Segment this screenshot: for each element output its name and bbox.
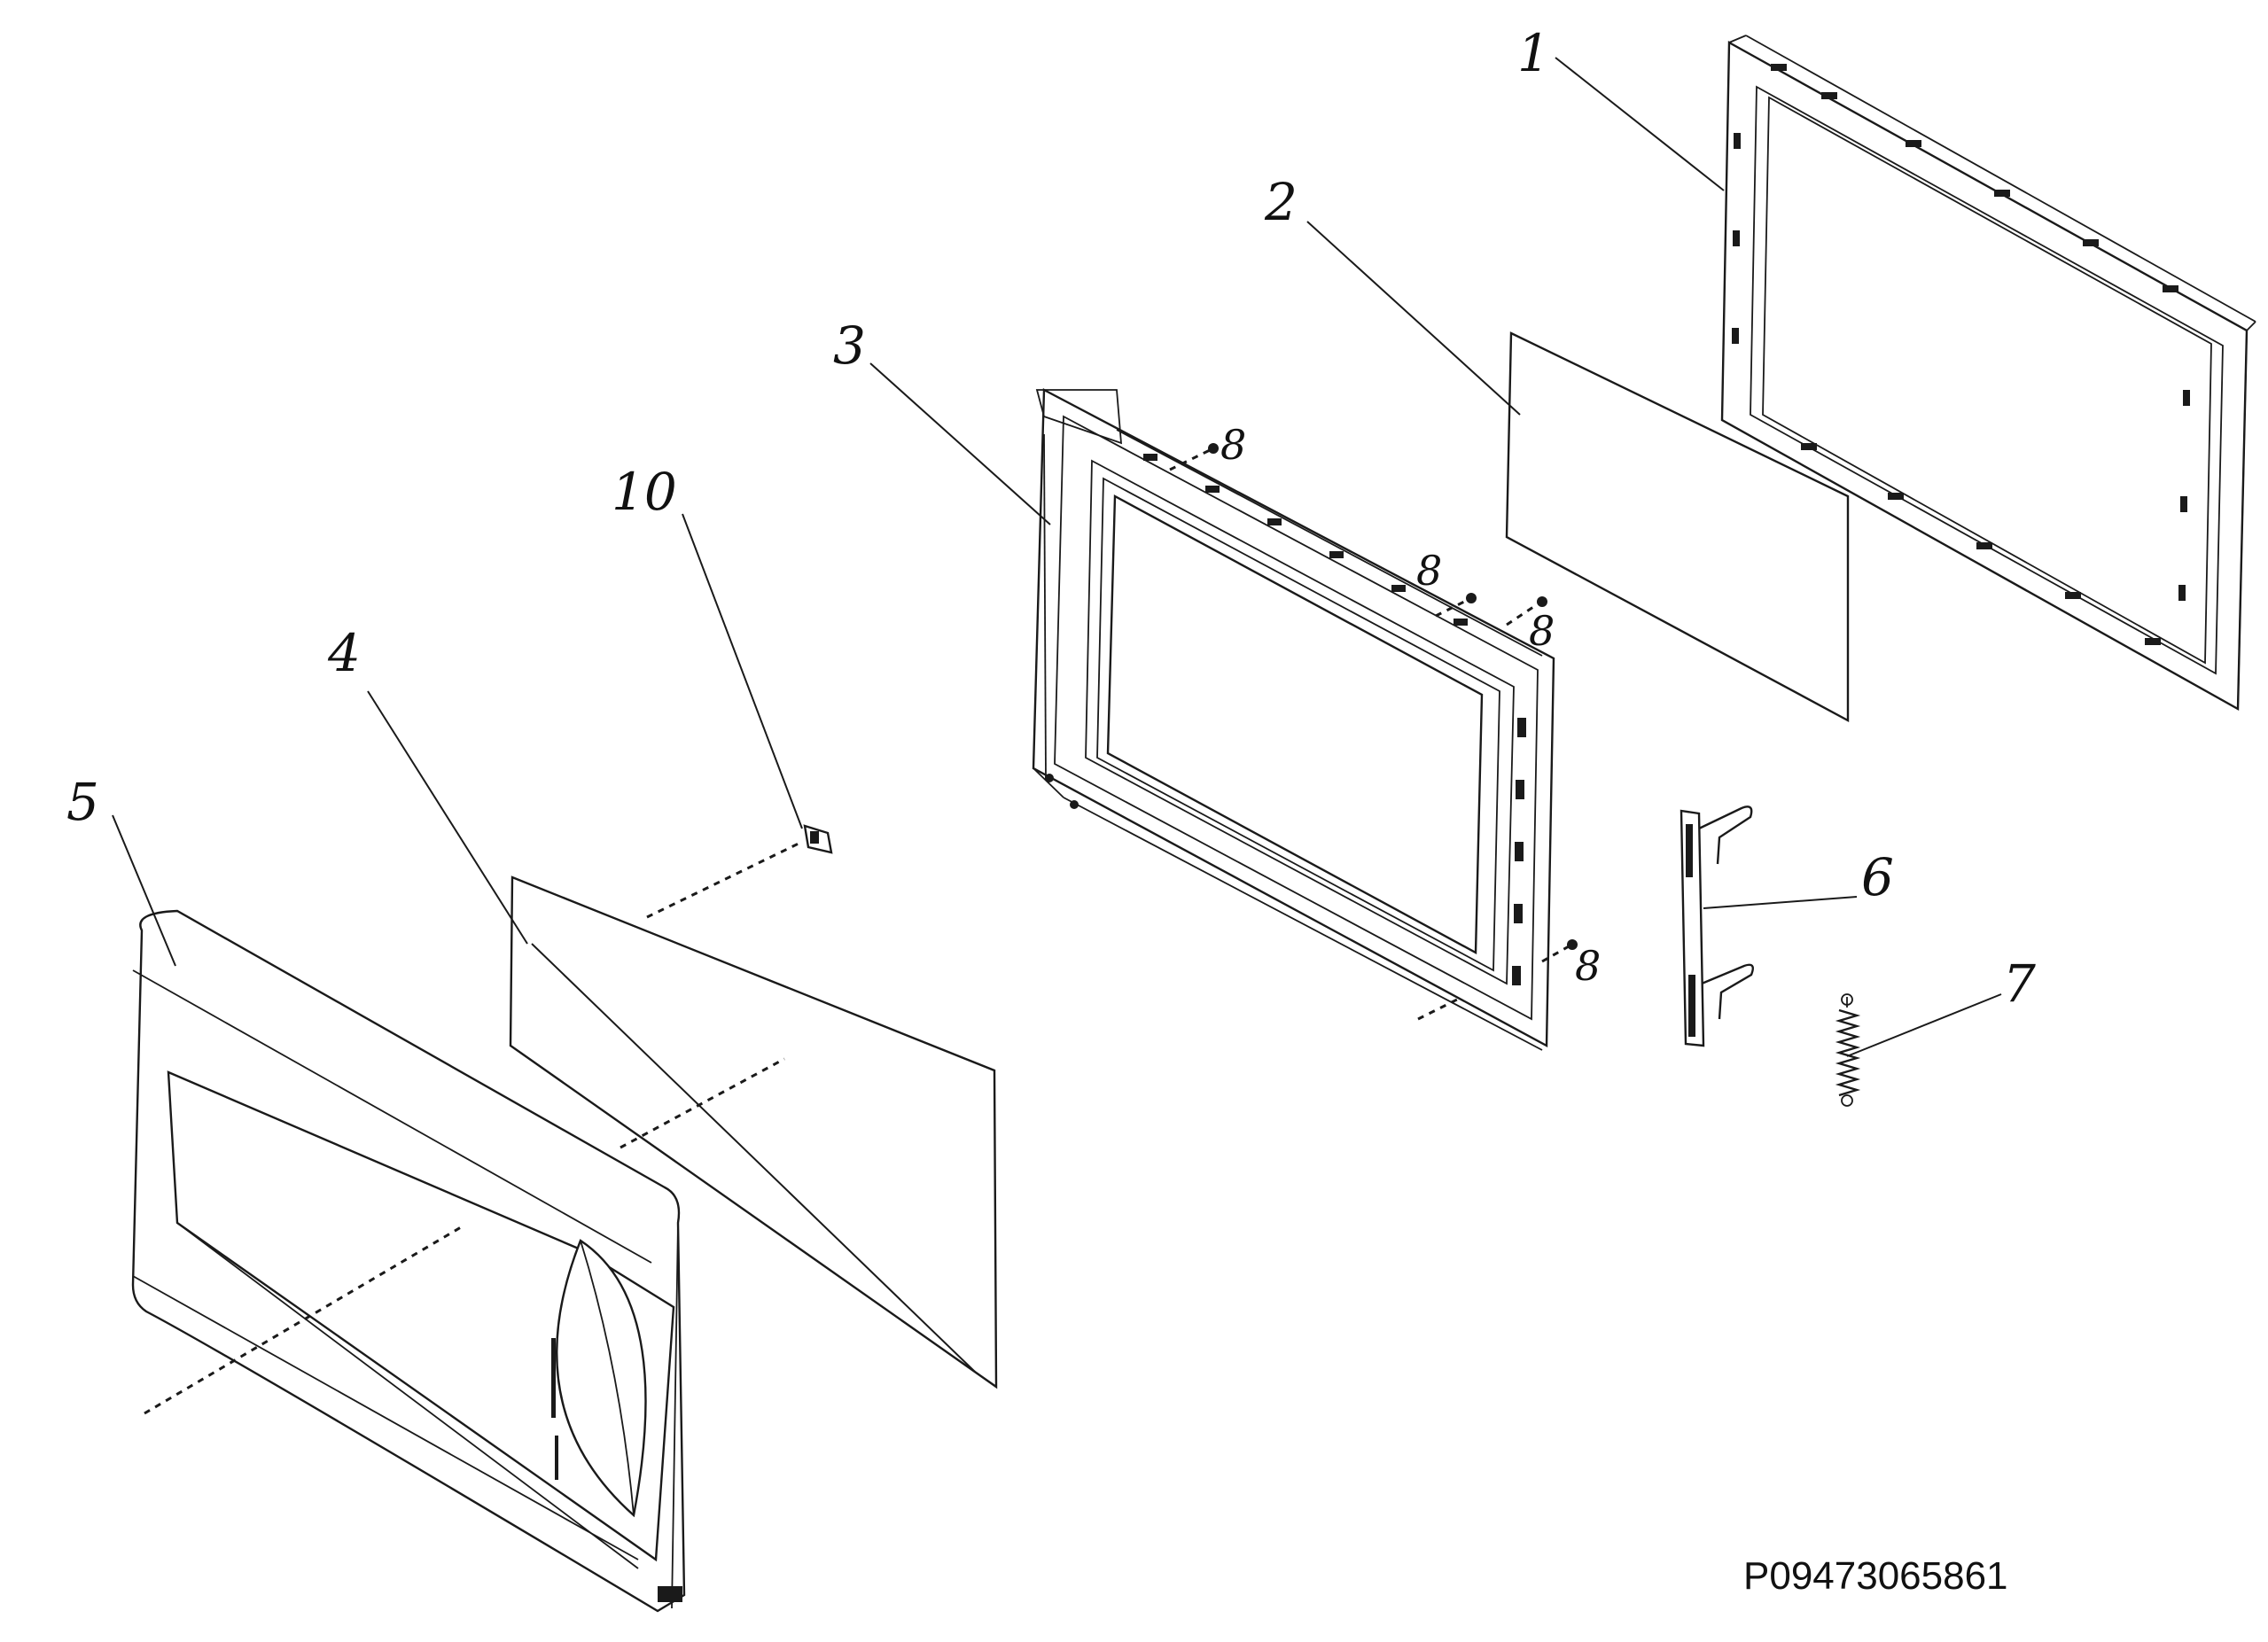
callout-2: 2 [1264, 172, 1298, 232]
assembly-lines [144, 448, 1570, 1415]
callout-8-right: 8 [1529, 607, 1555, 655]
callout-1: 1 [1517, 23, 1550, 83]
callout-10: 10 [612, 462, 677, 522]
callout-labels: 1 2 3 10 4 5 6 7 8 8 8 8 [66, 23, 2036, 1014]
screws-8 [1208, 443, 1578, 950]
callout-8-mid: 8 [1416, 547, 1442, 595]
callout-3: 3 [833, 315, 866, 376]
callout-5: 5 [66, 772, 99, 832]
callout-4: 4 [327, 623, 361, 683]
leader-lines [112, 57, 2002, 1373]
callout-8-top: 8 [1220, 421, 1246, 469]
part-5-door-front [131, 909, 686, 1613]
part-7-spring [1835, 993, 1861, 1107]
callout-7: 7 [2003, 953, 2036, 1014]
callout-6: 6 [1861, 847, 1894, 907]
part-1-rear-frame [1720, 35, 2256, 712]
part-6-latch [1680, 805, 1754, 1047]
part-2-glass-panel [1505, 331, 1850, 723]
drawing-code: P09473065861 [1743, 1554, 2008, 1598]
callout-8-bottom: 8 [1575, 942, 1601, 990]
part-4-glass-panel [509, 875, 998, 1389]
part-10-clip [803, 824, 833, 854]
part-3-inner-frame [1032, 388, 1555, 1051]
